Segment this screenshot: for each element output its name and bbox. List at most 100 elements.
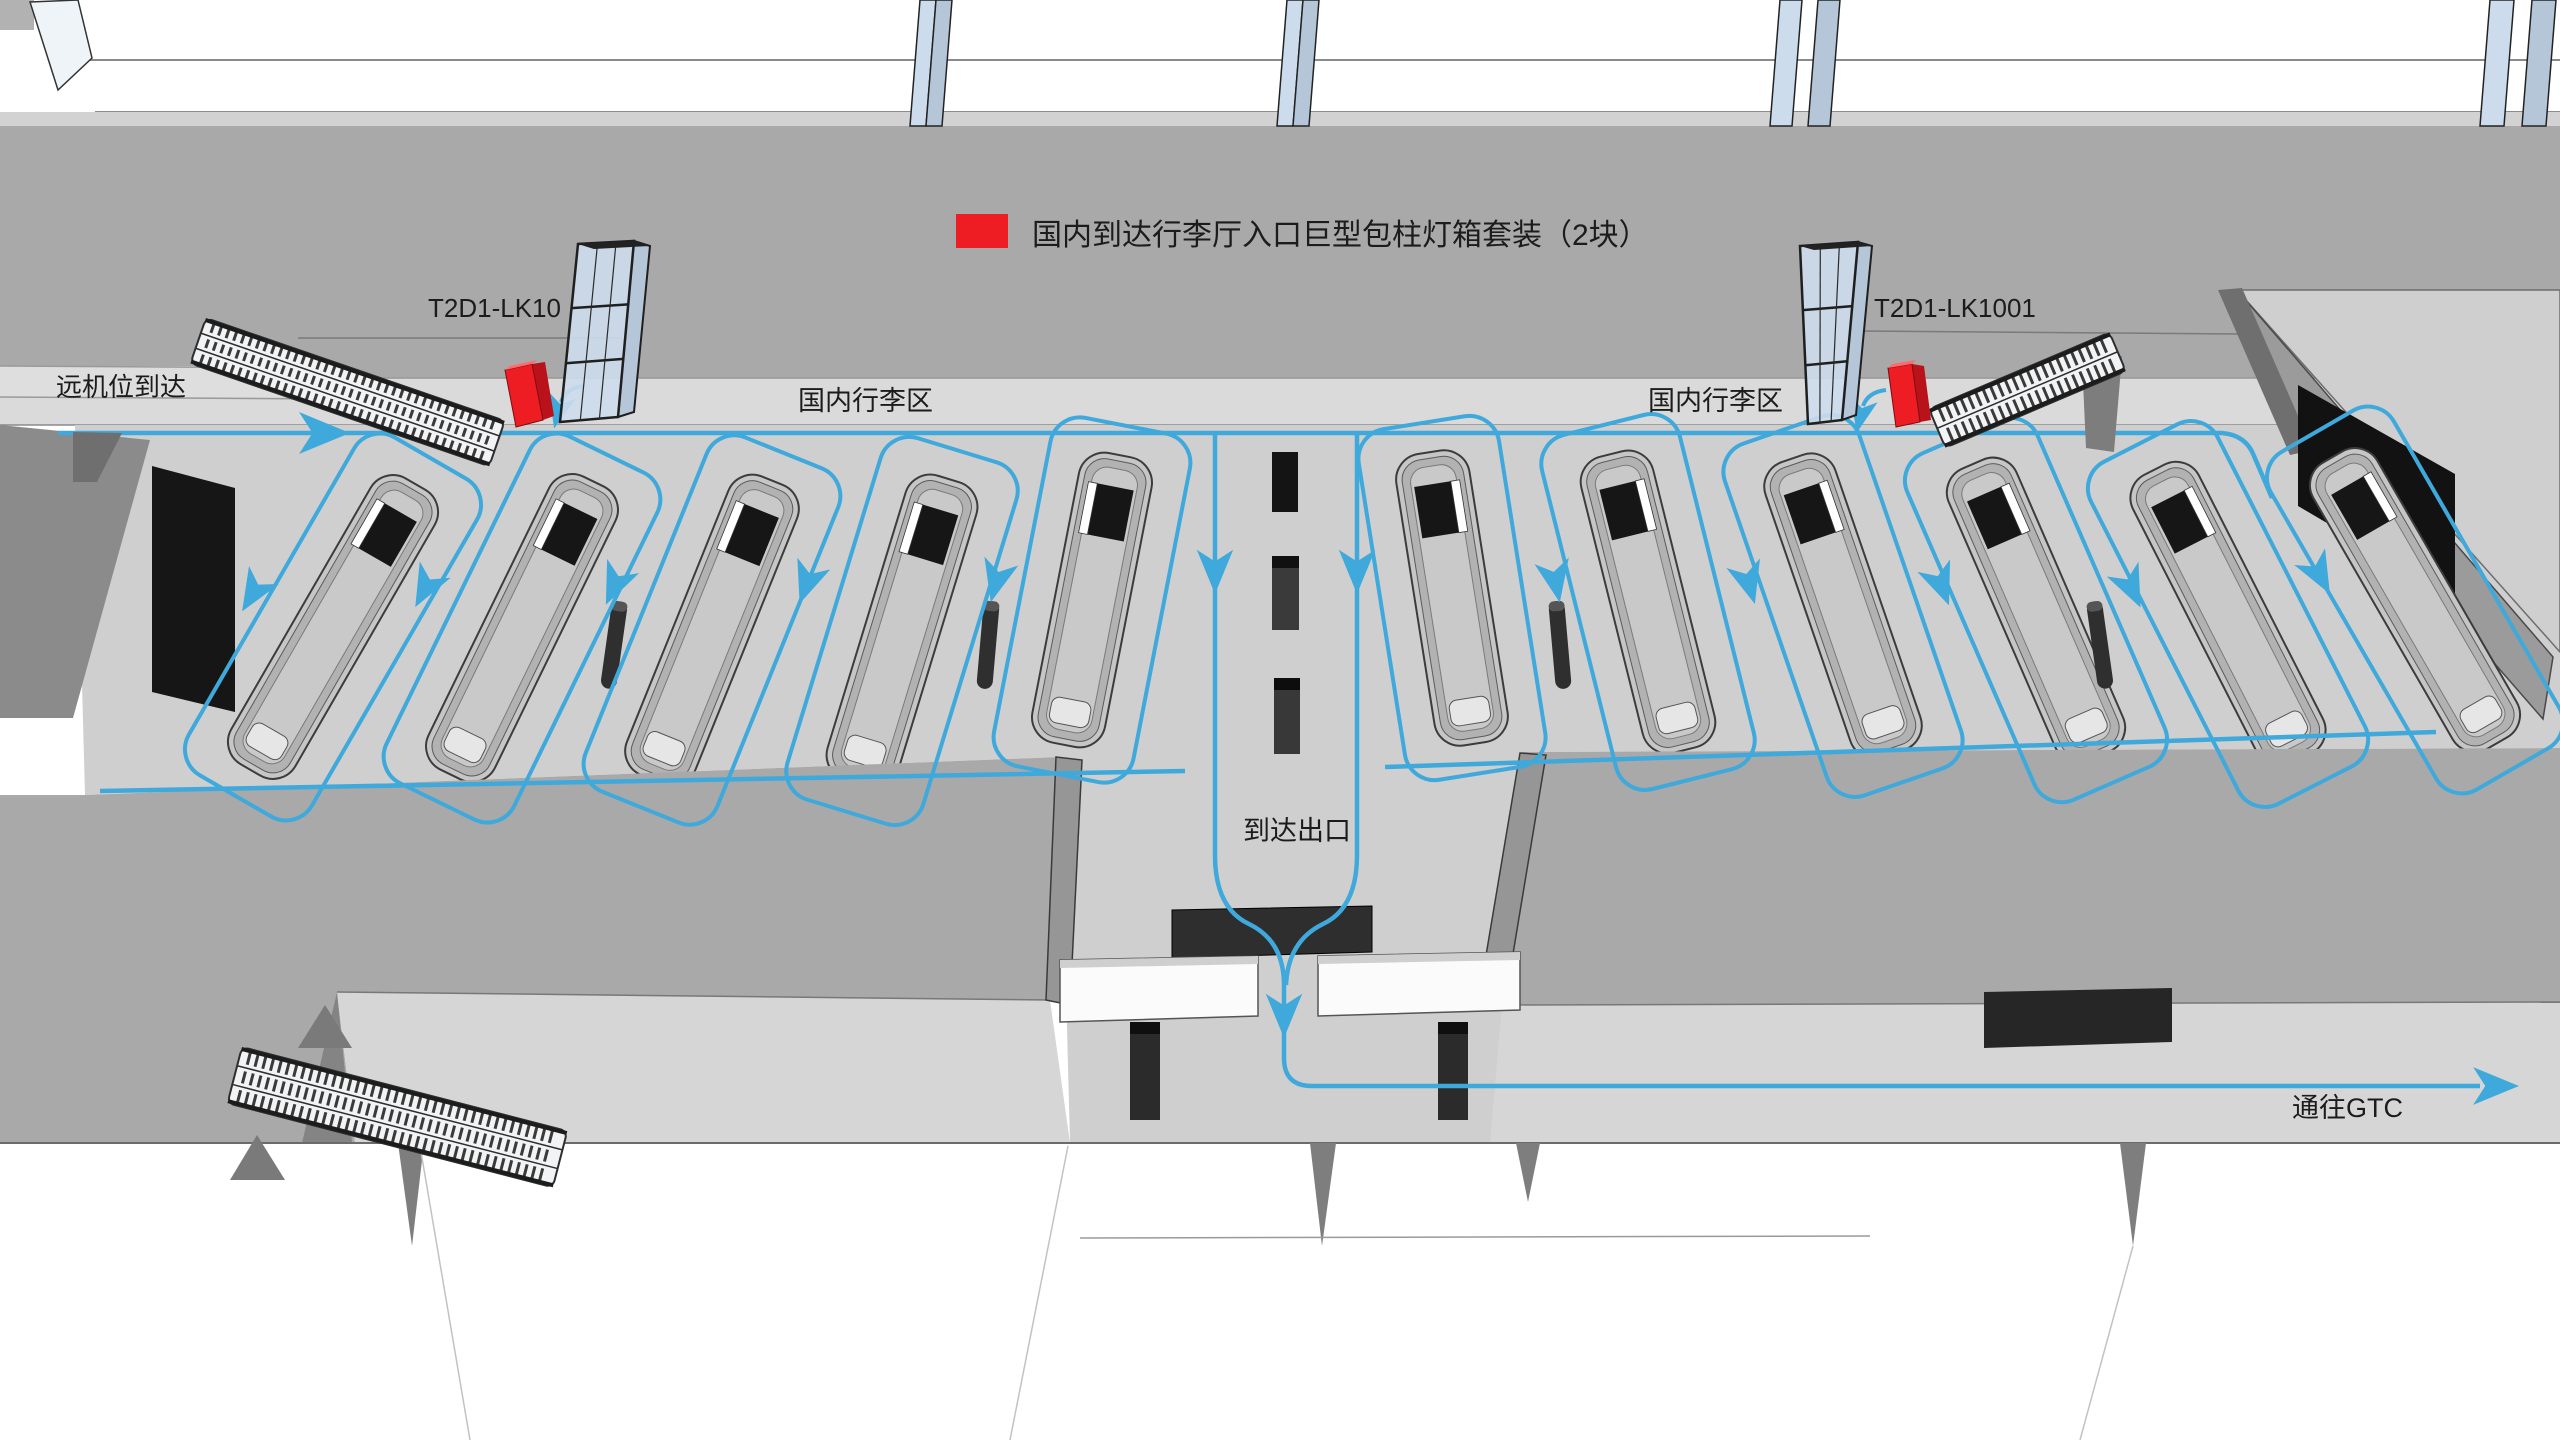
carousel-feed-opening bbox=[642, 731, 686, 767]
sign-board bbox=[1414, 480, 1462, 539]
roof-fin-icon bbox=[1769, 0, 1803, 127]
label-remote-stand-arrival: 远机位到达 bbox=[56, 372, 186, 402]
exit-pillar-cap bbox=[1130, 1022, 1160, 1034]
corridor-edge bbox=[336, 991, 1051, 1001]
lightbox-top bbox=[505, 360, 537, 370]
corridor-sign-right bbox=[1984, 988, 2172, 1048]
carousel-feed-opening bbox=[843, 734, 887, 769]
sign-white-face bbox=[898, 501, 924, 555]
sign-white-face bbox=[716, 500, 746, 553]
sign-white-face bbox=[2000, 482, 2031, 535]
roof-fin-icon bbox=[2521, 0, 2557, 127]
support-cylinder bbox=[600, 600, 628, 689]
glass-elevator bbox=[1798, 240, 1874, 426]
elevator-band bbox=[1805, 360, 1848, 367]
aisle-pillar-cap bbox=[1274, 678, 1300, 690]
escalator-steps bbox=[209, 323, 497, 431]
floor-opening-wedge bbox=[2120, 1143, 2146, 1246]
cylinder-cap bbox=[983, 600, 1000, 612]
escalator-wedge bbox=[73, 432, 122, 482]
support-cylinder bbox=[1548, 600, 1572, 689]
flow-arrow-icon bbox=[242, 565, 280, 612]
carousel-flight-sign bbox=[1078, 481, 1134, 542]
exit-pillar-right bbox=[1438, 1022, 1468, 1120]
support-cylinder bbox=[2086, 600, 2114, 689]
aisle-pillar bbox=[1272, 452, 1298, 512]
roof-corner-fin bbox=[28, 0, 93, 92]
exit-low-wall-left bbox=[1059, 955, 1259, 1023]
lightbox-side bbox=[1912, 364, 1931, 422]
carousel-feed-opening bbox=[245, 722, 289, 761]
escalator-handrail bbox=[190, 359, 491, 467]
flow-arrow-icon bbox=[2294, 548, 2330, 594]
legend: 国内到达行李厅入口巨型包柱灯箱套装（2块） bbox=[956, 214, 1649, 252]
label-to-gtc: 通往GTC bbox=[2292, 1093, 2403, 1123]
cylinder-body bbox=[976, 601, 1000, 689]
sign-white-face bbox=[2183, 485, 2217, 538]
baggage-carousel bbox=[2308, 447, 2522, 753]
flow-arrow-icon bbox=[1534, 557, 1569, 603]
escalator bbox=[190, 318, 505, 467]
elevator-band bbox=[571, 303, 629, 310]
flow-arrow-icon bbox=[797, 557, 831, 604]
sign-white-face bbox=[1078, 481, 1098, 535]
flow-arrow-icon bbox=[299, 412, 350, 454]
lower-corridor-right bbox=[1490, 1002, 2560, 1143]
carousel-flight-sign bbox=[350, 498, 417, 567]
lower-corridor-left bbox=[337, 992, 1070, 1143]
escalator-steps bbox=[204, 339, 491, 446]
corridor-edge-bottom bbox=[0, 396, 333, 400]
label-arrival-exit: 到达出口 bbox=[1243, 816, 1351, 846]
elevator-mullion bbox=[598, 241, 617, 419]
flow-arrow-icon bbox=[1338, 549, 1376, 594]
flow-carousel-loop bbox=[2085, 419, 2371, 809]
escalator-handrail bbox=[240, 1047, 568, 1136]
cylinder-cap bbox=[1548, 600, 1565, 612]
flow-arrow-icon bbox=[984, 556, 1019, 603]
baggage-carousel bbox=[624, 473, 800, 787]
escalator-wedge bbox=[230, 1135, 285, 1180]
roof-fin-icon bbox=[925, 0, 953, 127]
sign-board bbox=[2331, 474, 2392, 540]
carousel-flight-sign bbox=[1414, 479, 1469, 539]
escalator bbox=[227, 1047, 568, 1188]
escalator-steps bbox=[1945, 358, 2118, 442]
baggage-carousel bbox=[1395, 449, 1509, 747]
carousel-flight-sign bbox=[1967, 482, 2031, 550]
exit-low-wall-right bbox=[1317, 951, 1521, 1017]
support-cylinder bbox=[976, 600, 1000, 689]
elevator-band bbox=[565, 357, 624, 365]
lower-level bbox=[0, 748, 2560, 1440]
escalator-handrail bbox=[227, 1099, 554, 1188]
flow-arrow-icon bbox=[605, 558, 640, 605]
flow-arrow-icon bbox=[2473, 1067, 2520, 1105]
elevator-cap bbox=[578, 241, 650, 249]
flow-bottom-line-right bbox=[1384, 729, 2437, 770]
baggage-carousel bbox=[1945, 456, 2127, 764]
flow-carousel-loop bbox=[1539, 412, 1757, 792]
baggage-carousel bbox=[1579, 449, 1717, 755]
carousel-feed-opening bbox=[1048, 696, 1092, 729]
aisle-pillar-cap bbox=[1272, 556, 1299, 568]
roof-fin-icon bbox=[1807, 0, 1841, 127]
label-right-lightbox-id: T2D1-LK1001 bbox=[1874, 293, 2036, 323]
cylinder-body bbox=[1548, 601, 1572, 689]
label-left-lightbox-id: T2D1-LK10 bbox=[428, 293, 561, 323]
cylinder-body bbox=[2086, 601, 2114, 689]
legend-red-swatch bbox=[956, 214, 1008, 248]
flow-arrow-icon bbox=[2106, 561, 2141, 608]
escalator-steps bbox=[245, 1052, 559, 1145]
flow-carousel-loop bbox=[991, 415, 1193, 785]
flow-arrow-icon bbox=[1917, 559, 1951, 606]
label-domestic-baggage-left: 国内行李区 bbox=[798, 386, 933, 416]
baggage-carousel bbox=[825, 473, 979, 789]
cylinder-body bbox=[600, 601, 628, 689]
lightbox-side bbox=[532, 362, 554, 420]
escalator-divider bbox=[200, 332, 500, 437]
floor-opening-wedge bbox=[1516, 1143, 1540, 1202]
carousel-flight-sign bbox=[2331, 471, 2398, 540]
sign-board bbox=[538, 501, 598, 566]
baggage-carousel bbox=[425, 473, 619, 783]
escalator-handrail bbox=[204, 318, 505, 425]
escalator-steps bbox=[199, 354, 486, 461]
